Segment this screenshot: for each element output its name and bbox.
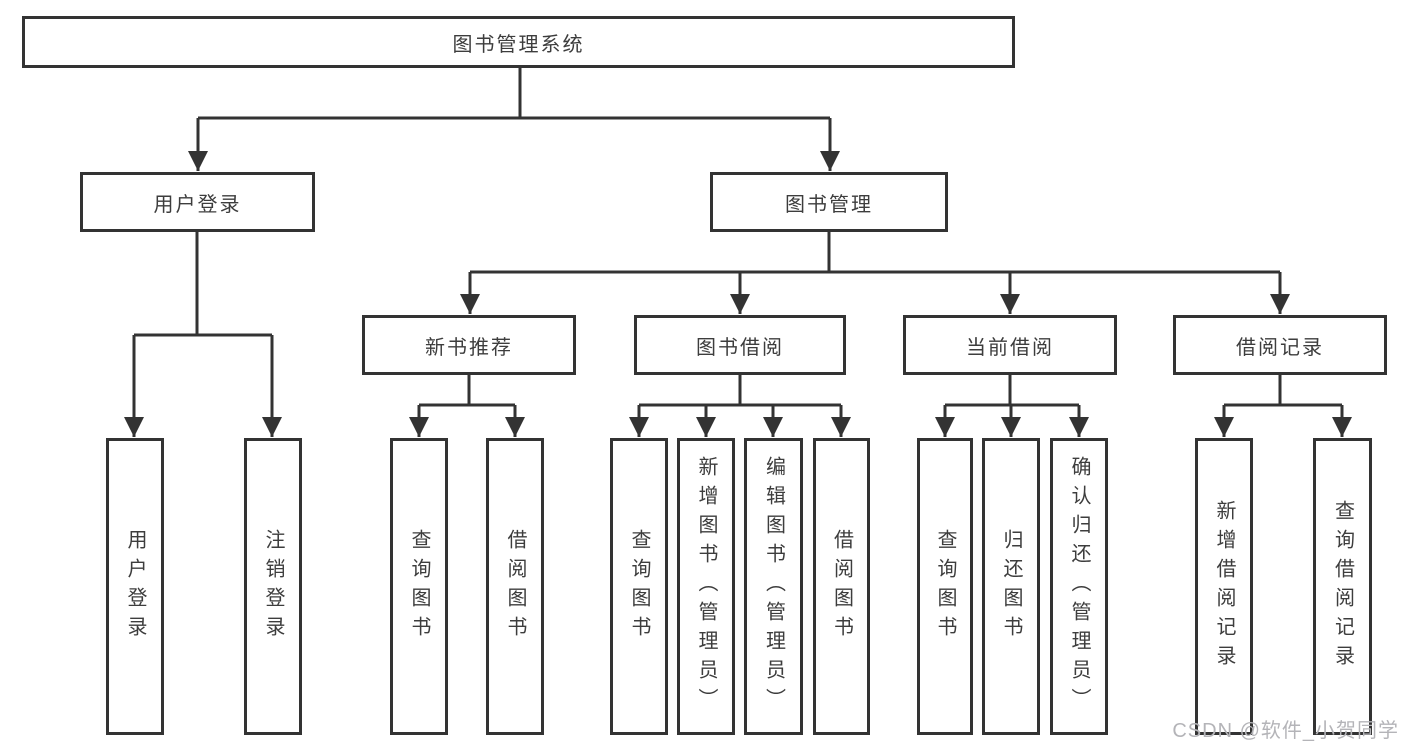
leaf-logout: 注销登录: [244, 438, 302, 735]
node-borrow-records: 借阅记录: [1173, 315, 1387, 375]
leaf-query-books-borrow: 查询图书: [610, 438, 668, 735]
leaf-borrow-books: 借阅图书: [813, 438, 870, 735]
node-book-borrow: 图书借阅: [634, 315, 846, 375]
node-current-borrow: 当前借阅: [903, 315, 1117, 375]
edge-book-borrow-bus: [629, 375, 851, 437]
node-user-login: 用户登录: [80, 172, 315, 232]
leaf-user-login: 用户登录: [106, 438, 164, 735]
edge-book-mgmt-bus: [460, 232, 1290, 314]
leaf-confirm-return-admin: 确认归还（管理员）: [1050, 438, 1108, 735]
edge-new-book-bus: [409, 375, 525, 437]
edge-root-bus: [188, 68, 840, 171]
leaf-query-borrow-record: 查询借阅记录: [1313, 438, 1372, 735]
leaf-query-books-current: 查询图书: [917, 438, 973, 735]
leaf-add-books-admin: 新增图书（管理员）: [677, 438, 735, 735]
leaf-return-books: 归还图书: [982, 438, 1040, 735]
csdn-watermark: CSDN @软件_小贺同学: [1172, 720, 1399, 742]
leaf-edit-books-admin: 编辑图书（管理员）: [744, 438, 803, 735]
edge-current-borrow-bus: [935, 375, 1089, 437]
leaf-borrow-books-recommend: 借阅图书: [486, 438, 544, 735]
node-book-management: 图书管理: [710, 172, 948, 232]
node-new-book-recommend: 新书推荐: [362, 315, 576, 375]
leaf-query-books-recommend: 查询图书: [390, 438, 448, 735]
edge-user-login-bus: [124, 232, 282, 437]
node-root: 图书管理系统: [22, 16, 1015, 68]
edge-borrow-records-bus: [1214, 375, 1352, 437]
leaf-add-borrow-record: 新增借阅记录: [1195, 438, 1253, 735]
